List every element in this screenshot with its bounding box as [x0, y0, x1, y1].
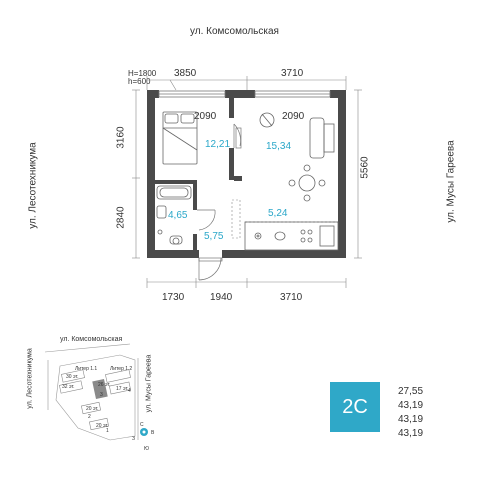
dim-inner-window-left: 2090 [194, 111, 217, 122]
site-label-liter-1-1: Литер 1.1 [75, 366, 98, 372]
site-label-20-floors-b: 20 эт. [96, 423, 109, 429]
dim-top-right: 3710 [281, 68, 304, 79]
dim-bottom-2: 1940 [210, 292, 233, 303]
site-label-building-4: 4 [128, 388, 131, 394]
compass-west: З [132, 436, 136, 442]
site-street-top: ул. Комсомольская [60, 336, 123, 343]
area-value-2: 43,19 [398, 400, 424, 411]
window-note-line-2: h=600 [128, 77, 151, 86]
room-area-bathroom: 4,65 [168, 210, 188, 221]
apartment-type-badge: 2С [330, 382, 380, 432]
site-label-building-3: 3 [100, 392, 103, 398]
site-label-building-2: 2 [88, 414, 91, 420]
area-value-3: 43,19 [398, 414, 424, 425]
room-area-hall: 5,75 [204, 231, 224, 242]
compass-east: В [151, 430, 155, 436]
area-value-4: 43,19 [398, 428, 424, 439]
site-label-30-floors: 30 эт. [66, 374, 79, 380]
dim-top-left: 3850 [174, 68, 197, 79]
window-height-note: H=1800 h=600 [128, 70, 156, 86]
dim-inner-window-right: 2090 [282, 111, 305, 122]
site-label-20-floors-a: 20 эт. [86, 406, 99, 412]
site-label-liter-1-2: Литер 1.2 [110, 366, 133, 372]
site-building-highlighted [92, 378, 108, 400]
window-note-line-1: H=1800 [128, 69, 157, 78]
room-area-kitchen: 5,24 [268, 208, 288, 219]
compass-north: С [140, 422, 144, 428]
area-value-1: 27,55 [398, 386, 424, 397]
dim-bottom-1: 1730 [162, 292, 185, 303]
site-label-17-floors: 17 эт. [116, 386, 129, 392]
room-area-bedroom: 12,21 [205, 139, 231, 150]
street-top: ул. Комсомольская [190, 26, 279, 37]
site-label-32-floors: 32 эт. [62, 384, 75, 390]
compass-south: Ю [144, 446, 150, 452]
site-label-building-1: 1 [106, 428, 109, 434]
dim-bottom-3: 3710 [280, 292, 303, 303]
site-label-26-floors: 26 эт. [98, 382, 111, 388]
room-area-living: 15,34 [266, 141, 292, 152]
